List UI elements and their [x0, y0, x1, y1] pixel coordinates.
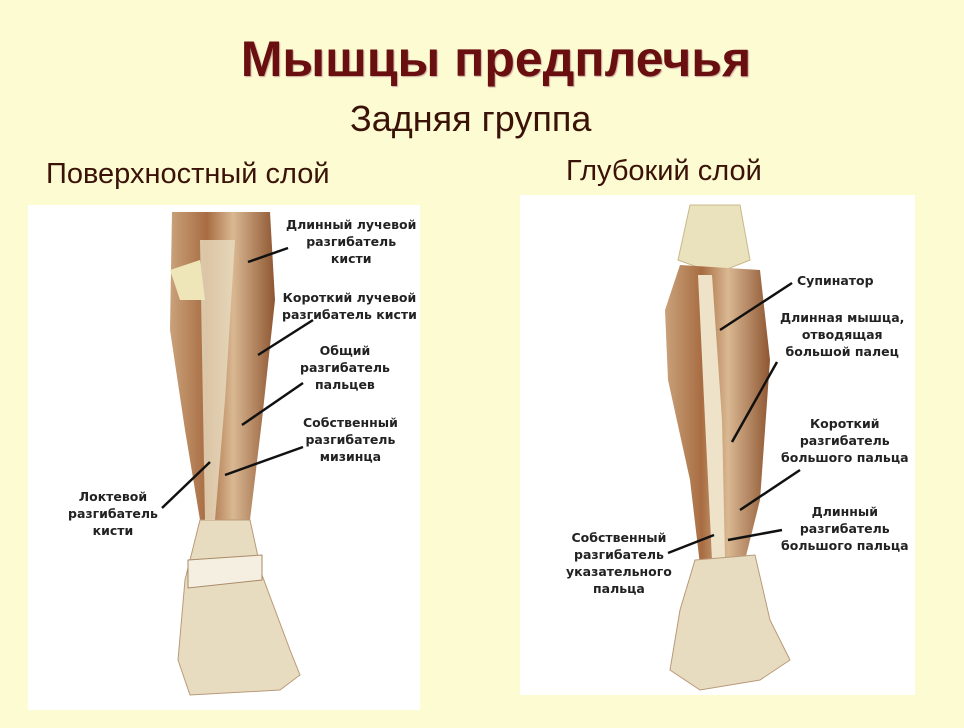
label-extensor-pollicis-brevis: Короткий разгибатель большого пальца — [781, 416, 909, 465]
label-extensor-carpi-ulnaris: Локтевой разгибатель кисти — [68, 489, 158, 538]
slide-title: Мышцы предплечья — [240, 31, 752, 87]
deep-layer-heading: Глубокий слой — [566, 155, 762, 187]
label-extensor-pollicis-longus: Длинный разгибатель большого пальца — [781, 504, 909, 553]
leader-lines — [161, 246, 801, 555]
label-abductor-pollicis-longus: Длинная мышца, отводящая большой палец — [780, 310, 905, 359]
superficial-forearm-illustration — [170, 212, 301, 696]
deep-forearm-illustration — [665, 204, 791, 691]
label-extensor-digitorum: Общий разгибатель пальцев — [300, 343, 390, 392]
label-extensor-carpi-radialis-longus: Длинный лучевой разгибатель кисти — [286, 217, 417, 266]
label-extensor-carpi-radialis-brevis: Короткий лучевой разгибатель кисти — [282, 290, 417, 322]
superficial-layer-heading: Поверхностный слой — [46, 158, 330, 190]
slide-subtitle: Задняя группа — [350, 98, 592, 139]
label-supinator: Супинатор — [797, 273, 874, 288]
label-extensor-indicis: Собственный разгибатель указательного па… — [566, 530, 672, 596]
label-extensor-digiti-minimi: Собственный разгибатель мизинца — [303, 415, 398, 464]
